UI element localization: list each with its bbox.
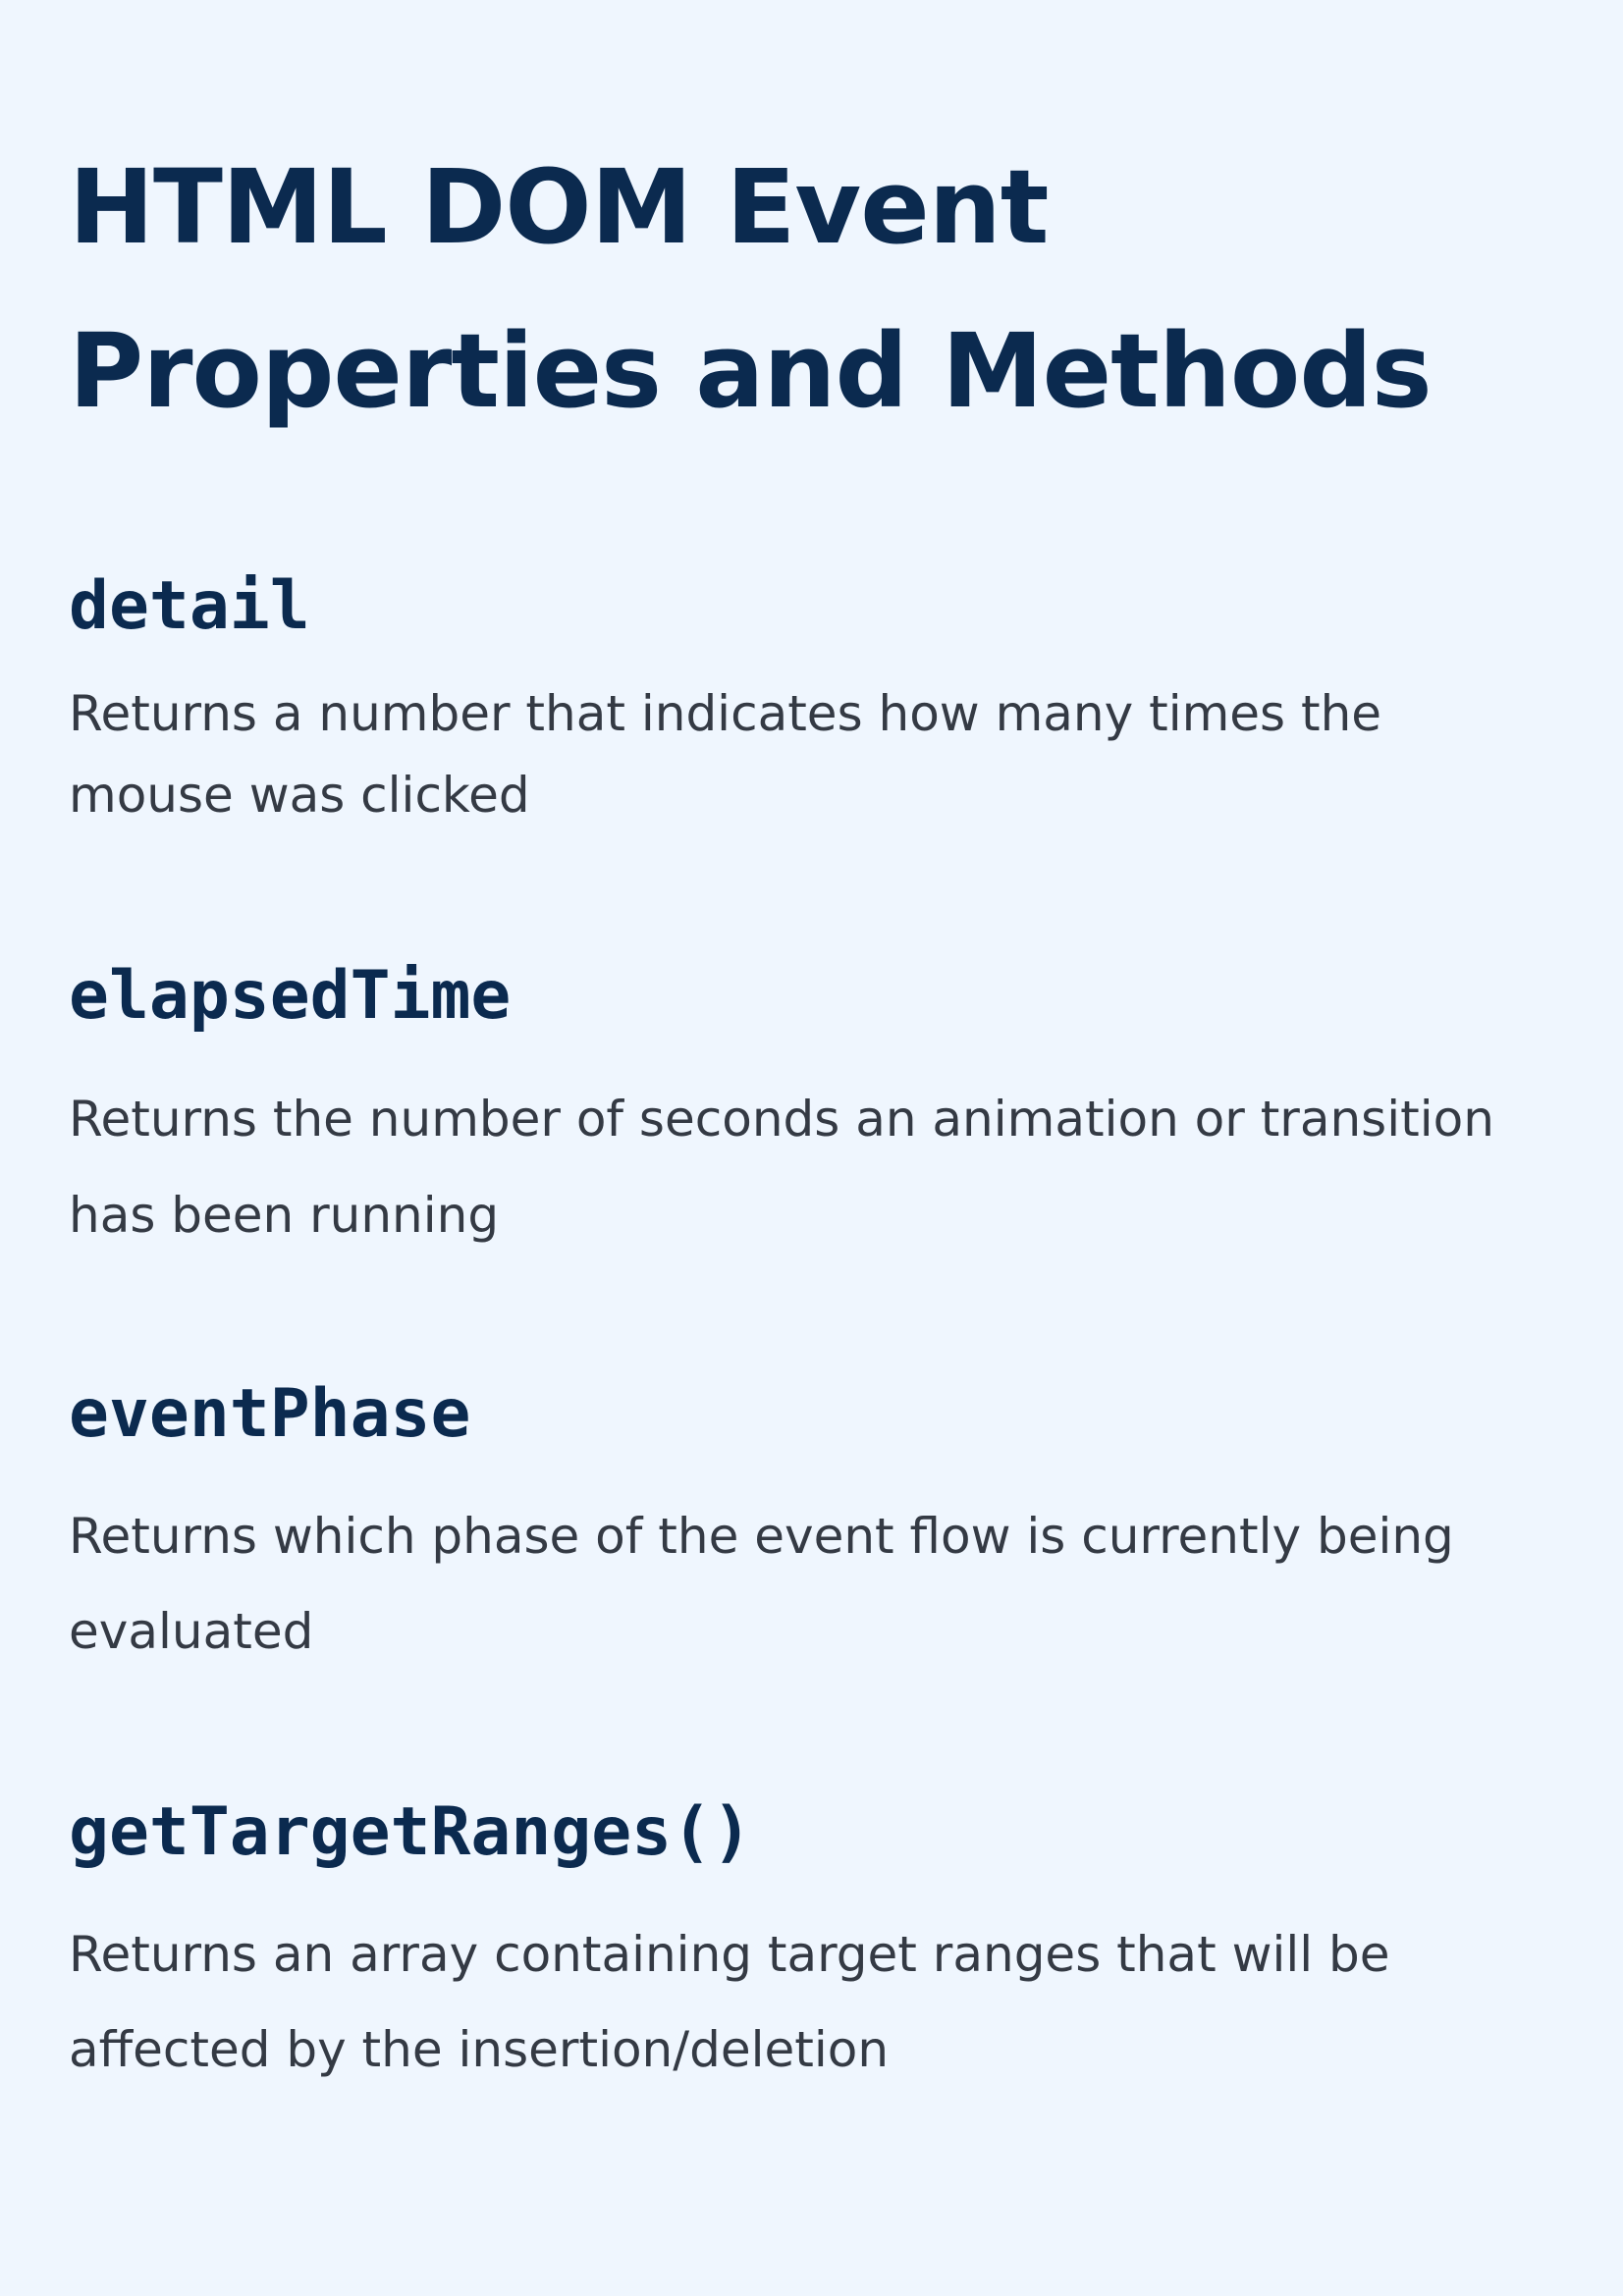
entry-detail: detail Returns a number that indicates h… — [69, 567, 1561, 836]
entry-description: Returns an array containing target range… — [69, 1926, 1390, 2078]
entry-description: Returns the number of seconds an animati… — [69, 1091, 1494, 1244]
entry-description: Returns which phase of the event flow is… — [69, 1508, 1454, 1660]
entry-event-phase: eventPhase Returns which phase of the ev… — [69, 1375, 1561, 1680]
entry-name: getTargetRanges() — [69, 1793, 752, 1871]
entry-name: elapsedTime — [69, 957, 512, 1035]
entry-name: detail — [69, 567, 310, 645]
page-title: HTML DOM Event Properties and Methods — [69, 147, 1433, 431]
entry-elapsed-time: elapsedTime Returns the number of second… — [69, 957, 1561, 1263]
entry-description: Returns a number that indicates how many… — [69, 685, 1382, 824]
entry-name: eventPhase — [69, 1375, 471, 1453]
entry-get-target-ranges: getTargetRanges() Returns an array conta… — [69, 1793, 1561, 2098]
